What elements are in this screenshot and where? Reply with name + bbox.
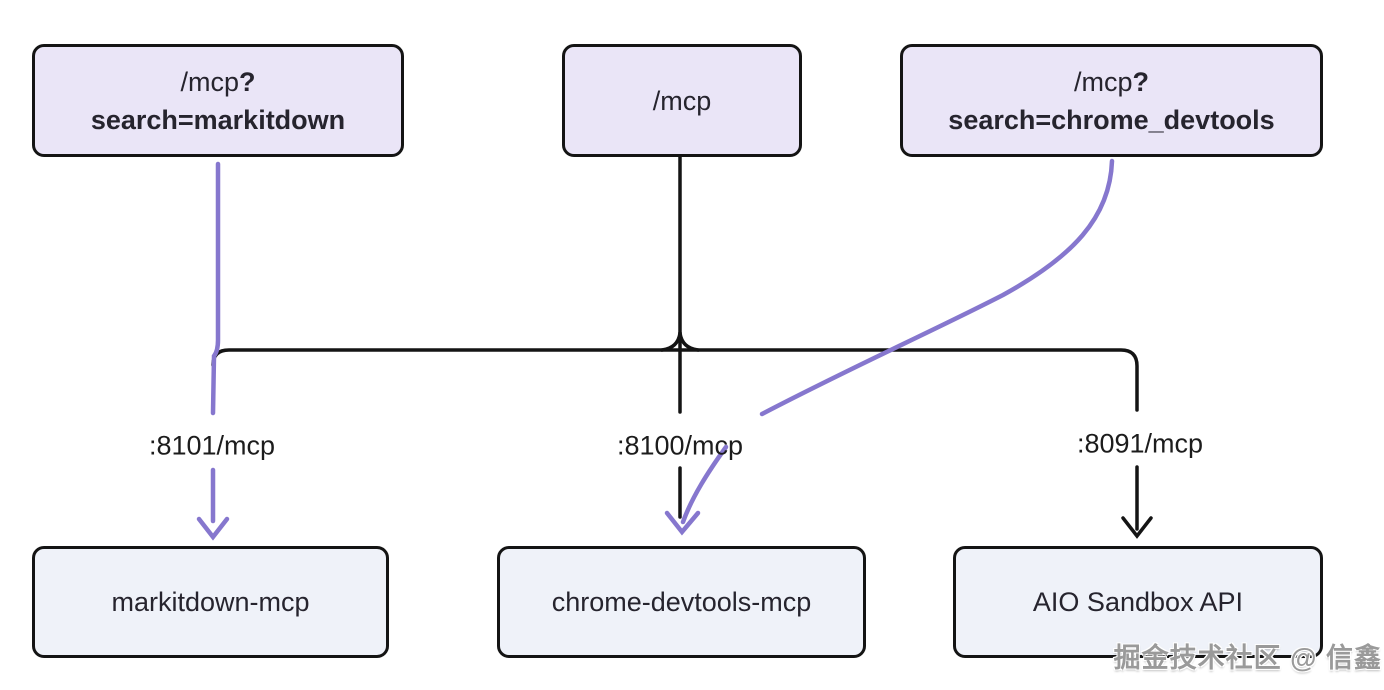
query-mark: ? xyxy=(239,66,256,97)
arrowhead-chrome xyxy=(664,510,701,536)
node-path-line: /mcp xyxy=(652,85,712,116)
node-gateway-chrome-devtools: /mcp? search=chrome_devtools xyxy=(900,44,1323,157)
node-label: markitdown-mcp xyxy=(111,587,310,617)
node-label: AIO Sandbox API xyxy=(1032,587,1244,617)
edge-markitdown-upper xyxy=(210,161,221,416)
path-text: /mcp xyxy=(1073,66,1133,97)
edge-mcp-trunk xyxy=(211,155,1153,539)
trunk-horizontal xyxy=(211,348,1139,412)
node-label: chrome-devtools-mcp xyxy=(551,587,812,617)
query-mark: ? xyxy=(1132,66,1150,97)
node-aio-sandbox-api: AIO Sandbox API xyxy=(953,546,1323,658)
edge-search-routes xyxy=(196,158,1115,541)
junction-fillet-left xyxy=(660,331,682,352)
node-gateway-plain: /mcp xyxy=(562,44,802,157)
watermark-text: 掘金技术社区 @ 信鑫 xyxy=(1113,643,1382,673)
node-path-line: /mcp? xyxy=(1074,63,1149,101)
node-path-line: /mcp? xyxy=(180,63,255,101)
node-chrome-devtools-mcp: chrome-devtools-mcp xyxy=(497,546,866,658)
edge-label-8091: :8091/mcp xyxy=(1076,428,1204,459)
node-gateway-markitdown: /mcp? search=markitdown xyxy=(32,44,404,157)
node-param-line: search=chrome_devtools xyxy=(948,104,1275,135)
arrowhead-markitdown xyxy=(196,516,230,541)
edge-chrome-upper-curve xyxy=(759,158,1115,417)
path-text: /mcp xyxy=(180,66,239,97)
edge-label-8100: :8100/mcp xyxy=(616,430,744,461)
junction-fillet-right xyxy=(678,331,700,352)
node-param-line: search=markitdown xyxy=(90,104,346,135)
arrowhead-aio xyxy=(1121,516,1153,539)
edge-chrome-lower-curve xyxy=(680,444,729,525)
edge-label-8101: :8101/mcp xyxy=(148,430,276,461)
node-markitdown-mcp: markitdown-mcp xyxy=(32,546,389,658)
